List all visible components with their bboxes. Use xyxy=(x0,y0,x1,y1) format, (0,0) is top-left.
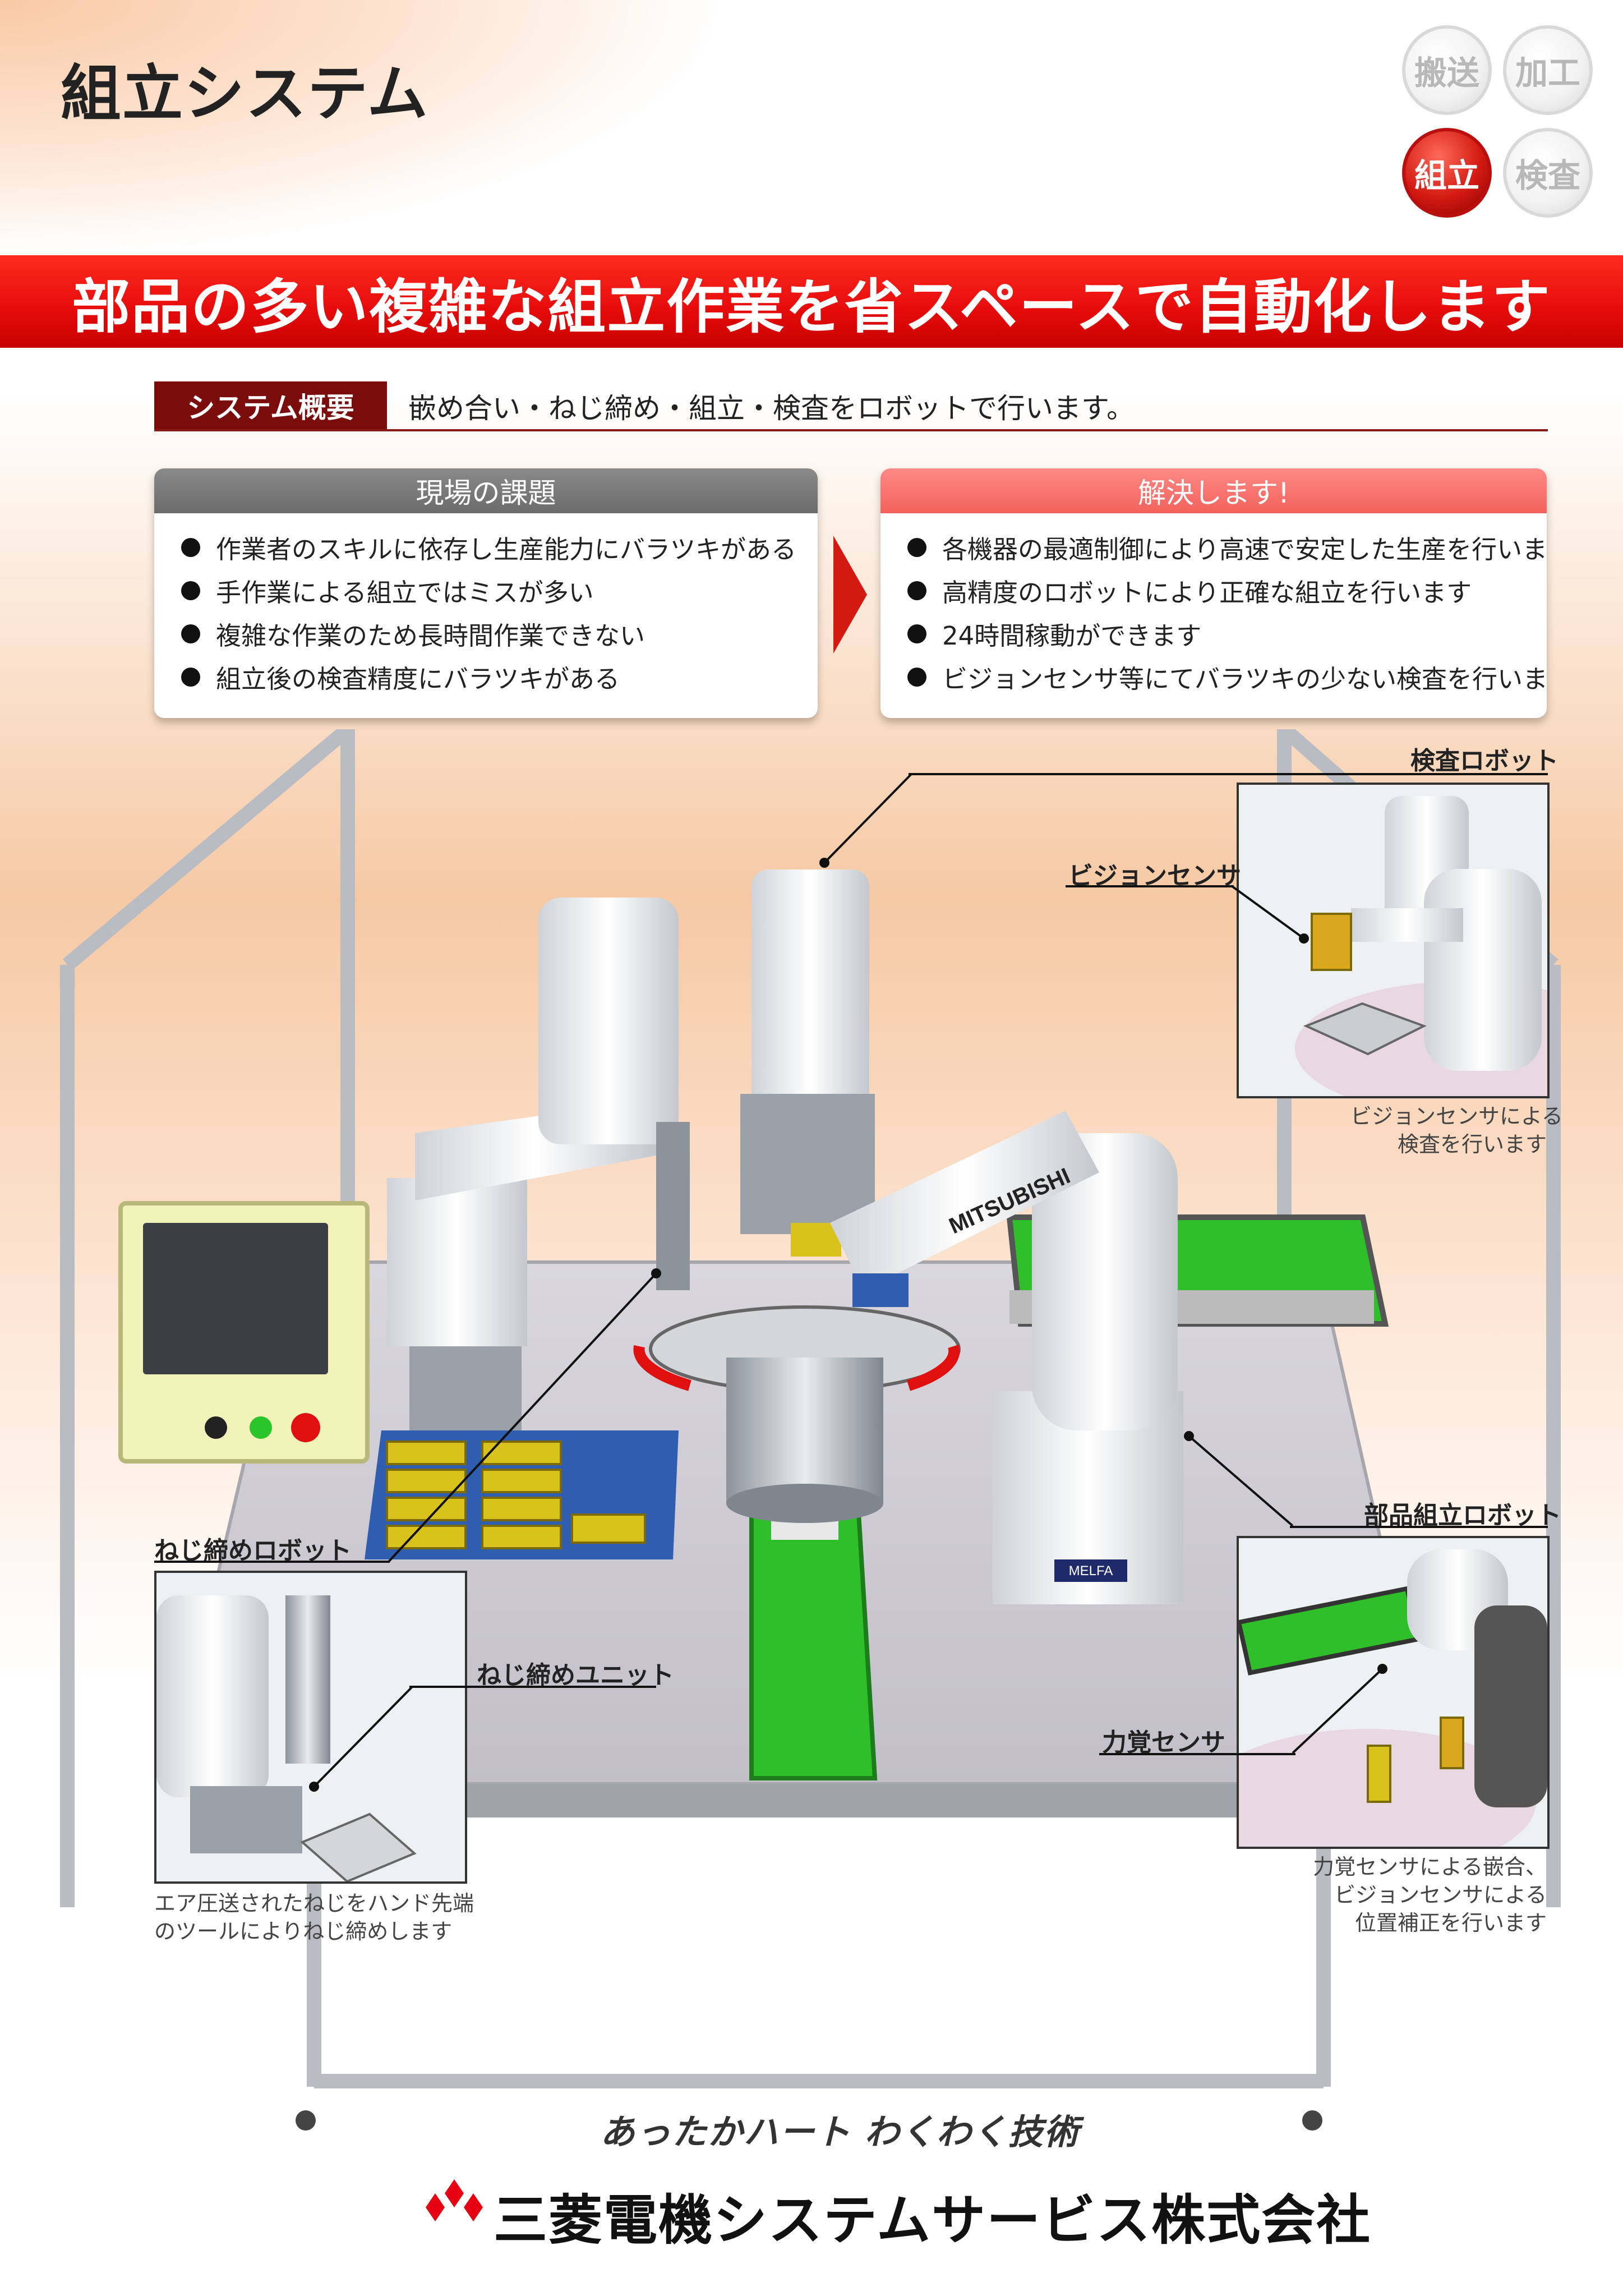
screw-robot-label: ねじ締めロボット xyxy=(154,1536,352,1565)
problem-item: 複雑な作業のため長時間作業できない xyxy=(181,612,791,655)
inspection-inset xyxy=(1237,783,1550,1098)
force-sensor-inset-illustration xyxy=(1239,1549,1547,1847)
solution-item: ビジョンセンサ等にてバラツキの少ない検査を行います xyxy=(907,655,1547,698)
slogan: あったかハート わくわく技術 xyxy=(600,2111,1080,2152)
category-transport-button[interactable]: 搬送 xyxy=(1402,25,1492,115)
inspection-robot-label: 検査ロボット xyxy=(1410,747,1559,775)
bullet-icon xyxy=(907,537,926,557)
screw-unit-label: ねじ締めユニット xyxy=(477,1661,674,1690)
bullet-icon xyxy=(907,581,926,600)
bullet-icon xyxy=(907,667,926,687)
problems-panel: 現場の課題 作業者のスキルに依存し生産能力にバラツキがある 手作業による組立では… xyxy=(154,468,818,718)
bullet-icon xyxy=(181,667,200,687)
bullet-icon xyxy=(181,581,200,600)
screw-unit-inset xyxy=(154,1571,467,1884)
solution-item: 高精度のロボットにより正確な組立を行います xyxy=(907,569,1520,612)
screw-unit-leader-diagonal xyxy=(309,1686,413,1792)
bullet-icon xyxy=(181,624,200,643)
bullet-icon xyxy=(181,537,200,557)
problem-item: 作業者のスキルに依存し生産能力にバラツキがある xyxy=(181,526,796,569)
screw-robot-leader xyxy=(154,1561,390,1563)
assembly-robot-leader xyxy=(1290,1526,1548,1528)
inspection-robot-leader-diagonal xyxy=(819,773,912,868)
category-inspection-button[interactable]: 検査 xyxy=(1503,128,1593,218)
problem-item: 組立後の検査精度にバラツキがある xyxy=(181,655,791,698)
screw-robot-leader-diagonal xyxy=(387,1268,661,1563)
force-sensor-label: 力覚センサ xyxy=(1102,1728,1225,1757)
background-swoosh xyxy=(0,0,729,258)
company-name: 三菱電機システムサービス株式会社 xyxy=(494,2189,1372,2252)
solution-item: 24時間稼動ができます xyxy=(907,612,1520,655)
screw-unit-leader xyxy=(409,1686,656,1688)
overview-text: 嵌め合い・ねじ締め・組立・検査をロボットで行います。 xyxy=(408,392,1135,425)
headline-text: 部品の多い複雑な組立作業を省スペースで自動化します xyxy=(72,273,1551,341)
vision-caption: ビジョンセンサによる 検査を行います xyxy=(1350,1104,1563,1157)
inspection-robot-leader xyxy=(909,773,1548,775)
problem-item: 手作業による組立ではミスが多い xyxy=(181,569,791,612)
solutions-panel: 解決します! 各機器の最適制御により高速で安定した生産を行います 高精度のロボッ… xyxy=(880,468,1547,718)
category-machining-button[interactable]: 加工 xyxy=(1503,25,1593,115)
screw-unit-inset-illustration xyxy=(156,1595,417,1881)
assembly-robot-leader-diagonal xyxy=(1184,1431,1294,1527)
category-assembly-button[interactable]: 組立 xyxy=(1402,128,1492,218)
solution-item: 各機器の最適制御により高速で安定した生産を行います xyxy=(907,526,1547,569)
overview-divider xyxy=(154,429,1548,431)
mitsubishi-diamonds-logo xyxy=(426,2179,483,2221)
melfa-logo: MELFA xyxy=(1069,1563,1113,1579)
force-caption: 力覚センサによる嵌合、 ビジョンセンサによる 位置補正を行います xyxy=(1313,1855,1547,1935)
assembly-cell-illustration: MELFA MITSUBISHI xyxy=(60,729,1561,2131)
page-title: 組立システム xyxy=(61,59,429,129)
problems-heading: 現場の課題 xyxy=(154,468,818,513)
headline-banner: 部品の多い複雑な組立作業を省スペースで自動化します xyxy=(0,255,1623,348)
arrow-right-icon xyxy=(833,536,867,654)
overview-tag: システム概要 xyxy=(154,381,387,430)
bullet-icon xyxy=(907,624,926,643)
vision-sensor-leader xyxy=(1066,885,1234,887)
screw-caption: エア圧送されたねじをハンド先端 のツールによりねじ締めします xyxy=(154,1891,474,1944)
vision-sensor-leader-diagonal xyxy=(1231,885,1309,944)
solutions-heading: 解決します! xyxy=(880,468,1547,513)
force-sensor-leader-diagonal xyxy=(1292,1664,1387,1754)
assembly-robot-label: 部品組立ロボット xyxy=(1364,1501,1561,1530)
force-sensor-leader xyxy=(1099,1753,1295,1755)
inspection-inset-illustration xyxy=(1295,796,1547,1096)
force-sensor-inset xyxy=(1237,1536,1550,1849)
